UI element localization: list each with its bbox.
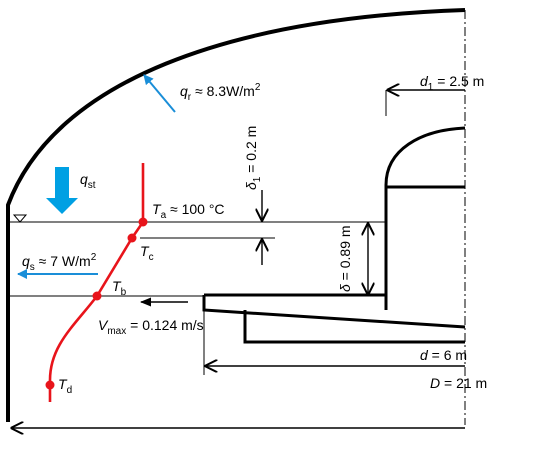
liquid-level-marker: [12, 214, 28, 223]
qr-arrow: [143, 74, 176, 113]
td-label: Td: [58, 376, 72, 396]
delta1-label: δ1 = 0.2 m: [243, 126, 263, 190]
tc-point: [127, 233, 137, 243]
temperature-profile-curve: [48, 163, 145, 402]
qst-label: qst: [80, 171, 96, 191]
ta-point: [138, 217, 148, 227]
D-label: D = 21 m: [430, 375, 487, 391]
tc-label: Tc: [140, 243, 154, 263]
qr-label: qr ≈ 8.3W/m2: [180, 82, 261, 103]
tb-label: Tb: [112, 278, 127, 298]
td-point: [45, 380, 55, 390]
qs-label: qs ≈ 7 W/m2: [22, 252, 97, 273]
tb-point: [92, 291, 102, 301]
inner-dome: [384, 126, 466, 186]
d1-label: d1 = 2.5 m: [420, 73, 484, 93]
tank-roof-wall: [6, 8, 466, 422]
ta-label: Ta ≈ 100 °C: [152, 201, 225, 221]
vmax-label: Vmax = 0.124 m/s: [98, 317, 204, 337]
delta-label: δ = 0.89 m: [337, 225, 353, 292]
d-label: d = 6 m: [420, 347, 467, 363]
qst-arrow: [46, 167, 78, 214]
support-structure: [202, 293, 466, 344]
